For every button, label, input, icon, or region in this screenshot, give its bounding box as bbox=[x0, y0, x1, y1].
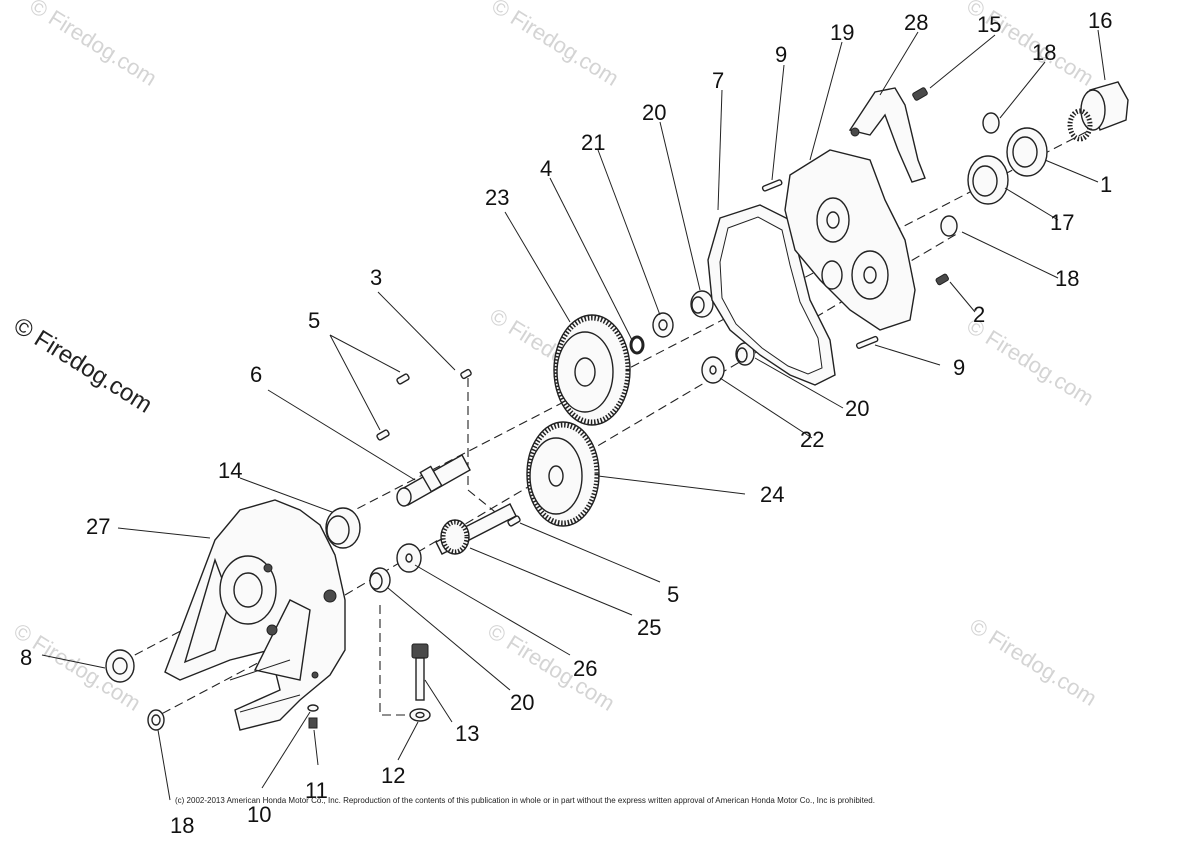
watermark-text: © Firedog.com bbox=[25, 0, 161, 91]
callout-6: 6 bbox=[250, 362, 262, 387]
washer-part-18-bottom bbox=[147, 709, 165, 731]
callout-11: 11 bbox=[305, 778, 328, 803]
callout-25: 25 bbox=[637, 615, 661, 640]
callout-17: 17 bbox=[1050, 210, 1074, 235]
callout-9-top: 9 bbox=[775, 42, 787, 67]
screw-part-11 bbox=[307, 704, 319, 729]
washer-part-12 bbox=[409, 708, 431, 722]
washer-part-18-top bbox=[982, 112, 1000, 134]
washer-part-22 bbox=[701, 356, 725, 384]
watermark-text: © Firedog.com bbox=[962, 313, 1098, 411]
watermark-text: © Firedog.com bbox=[483, 618, 619, 716]
callout-13: 13 bbox=[455, 721, 479, 746]
washer-part-18-mid bbox=[940, 215, 958, 237]
callout-3: 3 bbox=[370, 265, 382, 290]
callout-18-mid: 18 bbox=[1055, 266, 1079, 291]
callout-24: 24 bbox=[760, 482, 784, 507]
callout-26: 26 bbox=[573, 656, 597, 681]
callout-18-bottom: 18 bbox=[170, 813, 194, 838]
callout-16: 16 bbox=[1088, 8, 1112, 33]
callout-20-top: 20 bbox=[642, 100, 666, 125]
cover-part-19 bbox=[784, 149, 916, 331]
pinion-part-25 bbox=[435, 503, 517, 555]
bearing-part-20-left bbox=[369, 567, 391, 593]
callout-1: 1 bbox=[1100, 172, 1112, 197]
shaft-part-6 bbox=[396, 454, 471, 507]
callout-10: 10 bbox=[247, 802, 271, 827]
callout-labels: 16 15 28 19 9 18 7 20 21 4 23 1 17 18 3 … bbox=[20, 8, 1112, 838]
bracket-part-28 bbox=[848, 87, 926, 183]
washer-part-21 bbox=[652, 312, 674, 338]
callout-14: 14 bbox=[218, 458, 242, 483]
gear-part-23 bbox=[553, 314, 631, 426]
callout-4: 4 bbox=[540, 156, 552, 181]
callout-9-bottom: 9 bbox=[953, 355, 965, 380]
copyright-notice: (c) 2002-2013 American Honda Motor Co., … bbox=[175, 796, 875, 805]
screw-part-15 bbox=[912, 87, 928, 101]
callout-2: 2 bbox=[973, 302, 985, 327]
callout-5-bottom: 5 bbox=[667, 582, 679, 607]
bearing-part-14 bbox=[325, 507, 361, 549]
housing-part-27 bbox=[164, 499, 346, 731]
seal-part-1 bbox=[1006, 127, 1048, 177]
leader-lines bbox=[41, 29, 1106, 801]
washer-part-26 bbox=[396, 543, 422, 573]
callout-28: 28 bbox=[904, 10, 928, 35]
callout-22: 22 bbox=[800, 427, 824, 452]
callout-21: 21 bbox=[581, 130, 605, 155]
callout-19: 19 bbox=[830, 20, 854, 45]
callout-27: 27 bbox=[86, 514, 110, 539]
gear-part-24 bbox=[526, 421, 600, 527]
callout-23: 23 bbox=[485, 185, 509, 210]
callout-15: 15 bbox=[977, 12, 1001, 37]
callout-5-top: 5 bbox=[308, 308, 320, 333]
callout-7: 7 bbox=[712, 68, 724, 93]
watermark-text: © Firedog.com bbox=[965, 613, 1101, 711]
circlip-part-4 bbox=[629, 335, 645, 355]
bearing-part-17 bbox=[967, 155, 1009, 205]
callout-20-bottom: 20 bbox=[510, 690, 534, 715]
watermark-text: © Firedog.com bbox=[487, 0, 623, 91]
drain-bolt-part-13 bbox=[411, 643, 429, 701]
seal-part-8 bbox=[105, 649, 135, 683]
bearing-part-20-top bbox=[690, 290, 714, 318]
callout-8: 8 bbox=[20, 645, 32, 670]
dowel-pin-part-9 bbox=[761, 179, 879, 349]
callout-20-mid: 20 bbox=[845, 396, 869, 421]
key-parts-5 bbox=[376, 368, 521, 527]
output-shaft-part-16 bbox=[1067, 81, 1129, 142]
bolt-part-2 bbox=[935, 273, 949, 286]
callout-12: 12 bbox=[381, 763, 405, 788]
watermark-text-dark: © Firedog.com bbox=[9, 312, 157, 418]
callout-18-top: 18 bbox=[1032, 40, 1056, 65]
